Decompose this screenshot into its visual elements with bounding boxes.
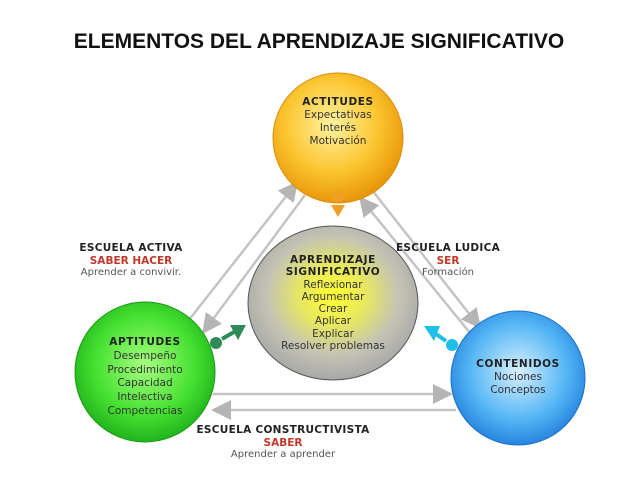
arrow-actitudes-to-contenidos [371,189,482,329]
aptitudes-item: Intelectiva [117,391,173,404]
arrow-actitudes-to-aptitudes [202,194,307,335]
aprendizaje-item: Explicar [312,327,354,340]
school-saber: SABER [263,436,303,449]
aptitudes-circle [74,301,216,443]
green-connector-icon [210,325,246,349]
school-description: Aprender a convivir. [80,267,182,278]
actitudes-node: ACTITUDES Expectativas Interés Motivació… [288,96,388,148]
school-name: ESCUELA ACTIVA [79,242,183,254]
contenidos-circle [450,310,586,446]
escuela-ludica-label: ESCUELA LUDICA SER Formación [385,242,511,280]
aprendizaje-item: Crear [318,303,348,316]
escuela-activa-label: ESCUELA ACTIVA SABER HACER Aprender a co… [70,242,192,280]
actitudes-item: Interés [319,122,357,134]
aprendizaje-node: APRENDIZAJE SIGNIFICATIVO Reflexionar Ar… [263,254,403,352]
arrow-aptitudes-to-actitudes [184,181,299,326]
actitudes-heading: ACTITUDES [302,96,374,108]
actitudes-item: Expectativas [304,109,372,121]
school-name: ESCUELA CONSTRUCTIVISTA [196,424,370,436]
aptitudes-node: APTITUDES Desempeño Procedimiento Capaci… [95,336,195,419]
connector-arrows [184,181,482,420]
aprendizaje-item: Argumentar [301,290,365,303]
school-description: Aprender a aprender [230,449,336,460]
aprendizaje-item: Aplicar [314,315,352,328]
diagram-title: ELEMENTOS DEL APRENDIZAJE SIGNIFICATIVO [73,30,565,53]
aprendizaje-item: Reflexionar [303,278,363,291]
school-description: Formación [421,267,475,278]
contenidos-item: Conceptos [490,384,546,396]
contenidos-item: Nociones [494,371,542,383]
actitudes-circle [272,72,404,204]
contenidos-heading: CONTENIDOS [476,358,560,370]
aptitudes-item: Desempeño [113,349,177,362]
aptitudes-item: Competencias [107,404,183,417]
aprendizaje-item: Resolver problemas [281,340,385,353]
school-saber: SER [436,254,460,267]
aprendizaje-heading: APRENDIZAJE [290,254,376,266]
escuela-constructivista-label: ESCUELA CONSTRUCTIVISTA SABER Aprender a… [190,424,376,462]
school-name: ESCUELA LUDICA [395,242,501,254]
aprendizaje-heading: SIGNIFICATIVO [285,266,381,279]
cyan-connector-icon [424,326,458,351]
actitudes-item: Motivación [309,135,367,147]
aptitudes-item: Procedimiento [107,363,183,376]
aptitudes-item: Capacidad [117,377,173,390]
contenidos-node: CONTENIDOS Nociones Conceptos [468,358,568,397]
orange-connector-icon [331,190,345,217]
arrow-contenidos-to-actitudes [358,196,471,334]
aptitudes-heading: APTITUDES [109,336,181,348]
aprendizaje-circle [247,225,419,381]
school-saber: SABER HACER [89,254,173,267]
